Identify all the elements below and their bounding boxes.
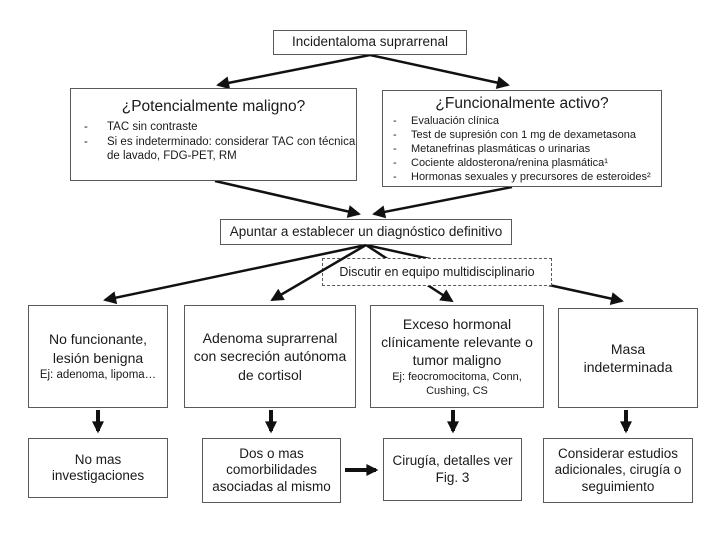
node-multidisciplinary-label: Discutir en equipo multidisciplinario xyxy=(339,265,535,279)
potentially-malignant-list: TAC sin contraste Si es indeterminado: c… xyxy=(71,120,360,164)
arrow-malignant-to-diagnosis xyxy=(214,179,361,218)
node-no-investigations-label: No mas investigaciones xyxy=(51,451,145,483)
list-item: Hormonas sexuales y precursores de ester… xyxy=(383,171,661,185)
arrow-top-to-active xyxy=(369,53,510,90)
node-benign-lesion: No funcionante, lesión benigna Ej: adeno… xyxy=(28,305,168,408)
node-functionally-active: ¿Funcionalmente activo? Evaluación clíni… xyxy=(382,90,662,187)
node-functionally-active-title: ¿Funcionalmente activo? xyxy=(435,95,609,112)
node-surgery: Cirugía, detalles ver Fig. 3 xyxy=(383,438,522,501)
node-potentially-malignant-title: ¿Potencialmente maligno? xyxy=(121,98,306,115)
node-indeterminate-mass: Masa indeterminada xyxy=(558,308,698,408)
node-indeterminate-mass-main: Masa indeterminada xyxy=(583,340,673,375)
node-hormonal-excess-main: Exceso hormonal clínicamente relevante o… xyxy=(381,315,533,369)
node-hormonal-excess-note: Ej: feocromocitoma, Conn, Cushing, CS xyxy=(392,370,522,397)
node-multidisciplinary: Discutir en equipo multidisciplinario xyxy=(322,258,552,286)
node-benign-lesion-main: No funcionante, lesión benigna xyxy=(48,331,148,366)
arrow-top-to-malignant xyxy=(216,53,371,90)
node-adrenal-adenoma-main: Adenoma suprarrenal con secreción autóno… xyxy=(193,329,347,383)
node-incidentaloma: Incidentaloma suprarrenal xyxy=(273,30,467,55)
node-benign-lesion-note: Ej: adenoma, lipoma… xyxy=(39,369,157,382)
node-no-investigations: No mas investigaciones xyxy=(28,438,168,498)
list-item: Test de supresión con 1 mg de dexametaso… xyxy=(383,129,661,143)
node-definitive-diagnosis-label: Apuntar a establecer un diagnóstico defi… xyxy=(229,223,503,239)
arrow-active-to-diagnosis xyxy=(372,185,513,219)
list-item: Si es indeterminado: considerar TAC con … xyxy=(71,135,356,164)
list-item: Cociente aldosterona/renina plasmática¹ xyxy=(383,157,661,171)
node-comorbidities: Dos o mas comorbilidades asociadas al mi… xyxy=(202,438,341,503)
node-incidentaloma-label: Incidentaloma suprarrenal xyxy=(291,34,449,50)
node-hormonal-excess: Exceso hormonal clínicamente relevante o… xyxy=(370,305,544,408)
list-item: Evaluación clínica xyxy=(383,115,661,129)
node-potentially-malignant: ¿Potencialmente maligno? TAC sin contras… xyxy=(70,88,357,181)
node-further-studies: Considerar estudios adicionales, cirugía… xyxy=(543,438,693,503)
list-item: TAC sin contraste xyxy=(71,120,356,135)
list-item: Metanefrinas plasmáticas o urinarias xyxy=(383,143,661,157)
node-definitive-diagnosis: Apuntar a establecer un diagnóstico defi… xyxy=(220,219,512,245)
node-adrenal-adenoma: Adenoma suprarrenal con secreción autóno… xyxy=(184,305,356,408)
node-surgery-label: Cirugía, detalles ver Fig. 3 xyxy=(392,453,513,485)
functionally-active-list: Evaluación clínica Test de supresión con… xyxy=(383,115,665,185)
node-further-studies-label: Considerar estudios adicionales, cirugía… xyxy=(554,446,682,494)
node-comorbidities-label: Dos o mas comorbilidades asociadas al mi… xyxy=(212,446,331,494)
